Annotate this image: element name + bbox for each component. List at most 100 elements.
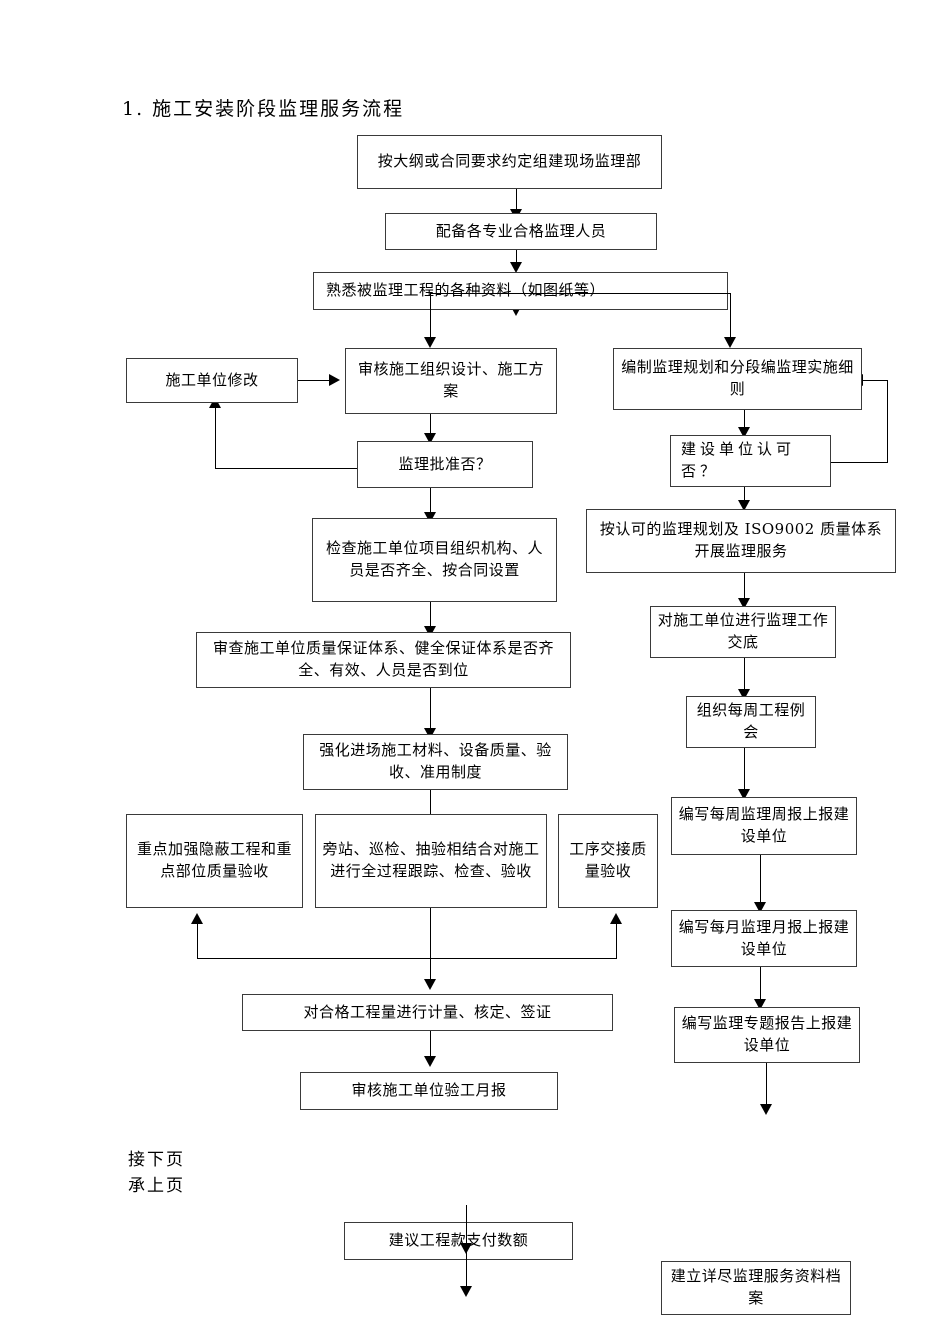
connector-n08-n09 (430, 688, 431, 734)
connector-n22-n24 (766, 1063, 767, 1111)
connector-n04-n06 (430, 414, 431, 441)
arrowhead-n13-n14 (424, 1056, 436, 1067)
flow-node-n11[interactable]: 旁站、巡检、抽验相结合对施工进行全过程跟踪、检查、验收 (315, 814, 547, 908)
flow-node-n08[interactable]: 审查施工单位质量保证体系、健全保证体系是否齐全、有效、人员是否到位 (196, 632, 571, 688)
connector-n02-n03 (516, 250, 517, 267)
flow-node-n17[interactable]: 按认可的监理规划及 ISO9002 质量体系开展监理服务 (586, 509, 896, 573)
connector-n23-nextpage (466, 1255, 467, 1293)
flow-node-n20[interactable]: 编写每周监理周报上报建设单位 (671, 797, 857, 855)
flow-node-label: 检查施工单位项目组织机构、人员是否齐全、按合同设置 (325, 539, 543, 579)
arrowhead-to-n12 (610, 913, 622, 924)
arrowhead-n15-n16 (738, 427, 750, 438)
flow-node-label: 对施工单位进行监理工作交底 (657, 611, 829, 651)
flow-node-n05[interactable]: 施工单位修改 (126, 358, 298, 403)
connector-distribution-bar (197, 958, 616, 959)
connector-n11-n13 (430, 908, 431, 986)
connector-n16-n15-lower (830, 462, 888, 463)
flow-node-label: 审核施工单位验工月报 (351, 1081, 507, 1100)
flow-node-label: 建议工程款支付数额 (388, 1231, 529, 1250)
arrowhead-n18-n19 (738, 689, 750, 700)
arrowhead-n23-nextpage (460, 1286, 472, 1297)
arrowhead-n16-n17 (738, 500, 750, 511)
arrowhead-n03-center-stub (510, 305, 522, 316)
flow-node-n24[interactable]: 建立详尽监理服务资料档案 (661, 1261, 851, 1315)
flow-node-label: 熟悉被监理工程的各种资料（如图纸等） (326, 281, 606, 300)
connector-n20-n21 (760, 855, 761, 910)
arrowhead-n04-n06 (424, 433, 436, 444)
flow-node-n16[interactable]: 建设单位认可否？ (670, 435, 831, 487)
flow-node-label: 组织每周工程例会 (696, 701, 806, 741)
arrowhead-n07-n08 (424, 626, 436, 637)
connector-to-n12-vert (616, 920, 617, 959)
connector-n16-n17 (744, 487, 745, 509)
connector-n18-n19 (744, 658, 745, 696)
connector-n15-n16 (744, 410, 745, 435)
connector-n14-n23 (466, 1205, 467, 1255)
connector-n13-n14 (430, 1031, 431, 1062)
connector-n06-n05-vert (215, 403, 216, 469)
flow-node-label: 审查施工单位质量保证体系、健全保证体系是否齐全、有效、人员是否到位 (212, 639, 554, 679)
connector-to-n10-vert (197, 920, 198, 959)
arrowhead-n03-n04 (424, 337, 436, 348)
connector-n07-n08 (430, 602, 431, 632)
flow-node-n23[interactable]: 建议工程款支付数额 (344, 1222, 573, 1260)
connector-n03-right-bar (430, 293, 730, 294)
flow-node-n07[interactable]: 检查施工单位项目组织机构、人员是否齐全、按合同设置 (312, 518, 557, 602)
flow-node-n10[interactable]: 重点加强隐蔽工程和重点部位质量验收 (126, 814, 303, 908)
flow-node-label: 编写每周监理周报上报建设单位 (678, 805, 850, 845)
flow-node-n01[interactable]: 按大纲或合同要求约定组建现场监理部 (357, 135, 662, 189)
arrowhead-n08-n09 (424, 728, 436, 739)
arrowhead-n20-n21 (754, 902, 766, 913)
connector-n06-n05-horiz (215, 468, 358, 469)
arrowhead-n17-n18 (738, 598, 750, 609)
connector-n16-n15-vert (887, 380, 888, 463)
flow-node-n09[interactable]: 强化进场施工材料、设备质量、验收、准用制度 (303, 734, 568, 790)
flow-node-n14[interactable]: 审核施工单位验工月报 (300, 1072, 558, 1110)
connector-n09-n11 (430, 790, 431, 814)
connector-n16-n15-upper (862, 380, 888, 381)
connector-n06-n07 (430, 488, 431, 518)
flow-node-label: 工序交接质量验收 (569, 840, 647, 880)
arrowhead-n05-n04 (329, 374, 340, 386)
page-note-continue-prev: 承上页 (128, 1176, 185, 1196)
flow-node-n18[interactable]: 对施工单位进行监理工作交底 (650, 606, 836, 658)
flow-node-label: 编写每月监理月报上报建设单位 (678, 917, 850, 958)
arrowhead-n03-n15 (724, 337, 736, 348)
flow-node-label: 建设单位认可否？ (681, 440, 796, 480)
connector-n03-to-n15-drop (730, 293, 731, 345)
flow-node-n03[interactable]: 熟悉被监理工程的各种资料（如图纸等） (313, 272, 728, 310)
flow-node-label: 旁站、巡检、抽验相结合对施工进行全过程跟踪、检查、验收 (322, 840, 540, 880)
connector-n03-to-n04-drop (430, 293, 431, 345)
flow-node-n12[interactable]: 工序交接质量验收 (558, 814, 658, 908)
flow-node-n02[interactable]: 配备各专业合格监理人员 (385, 213, 657, 250)
arrowhead-to-n10 (191, 913, 203, 924)
flow-node-label: 监理批准否？ (398, 454, 492, 473)
page-title: 1. 施工安装阶段监理服务流程 (122, 98, 405, 120)
arrowhead-n21-n22 (754, 999, 766, 1010)
arrowhead-n11-n13 (424, 979, 436, 990)
flow-node-n21[interactable]: 编写每月监理月报上报建设单位 (671, 910, 857, 967)
flow-node-label: 配备各专业合格监理人员 (435, 221, 607, 240)
arrowhead-n19-n20 (738, 789, 750, 800)
flow-node-label: 强化进场施工材料、设备质量、验收、准用制度 (319, 741, 552, 781)
arrowhead-n06-n07 (424, 512, 436, 523)
arrowhead-n22-n24 (760, 1104, 772, 1115)
flow-node-n22[interactable]: 编写监理专题报告上报建设单位 (674, 1007, 860, 1063)
flow-node-n06[interactable]: 监理批准否？ (357, 441, 533, 488)
connector-n05-n04 (298, 380, 334, 381)
arrowhead-n02-n03 (510, 262, 522, 273)
connector-n17-n18 (744, 573, 745, 606)
flow-node-n04[interactable]: 审核施工组织设计、施工方案 (345, 348, 557, 414)
flow-node-n13[interactable]: 对合格工程量进行计量、核定、签证 (242, 994, 613, 1031)
connector-n21-n22 (760, 967, 761, 1005)
flow-node-label: 按认可的监理规划及 ISO9002 质量体系开展监理服务 (599, 520, 883, 560)
flow-node-label: 编制监理规划和分段编监理实施细则 (621, 358, 854, 398)
flow-node-n19[interactable]: 组织每周工程例会 (686, 696, 816, 748)
flow-node-label: 施工单位修改 (165, 370, 259, 389)
flow-node-n15[interactable]: 编制监理规划和分段编监理实施细则 (613, 348, 862, 410)
connector-n01-n02 (516, 189, 517, 214)
flow-node-label: 对合格工程量进行计量、核定、签证 (303, 1002, 552, 1021)
connector-n19-n20 (744, 748, 745, 797)
arrowhead-n14-n23 (460, 1243, 472, 1254)
